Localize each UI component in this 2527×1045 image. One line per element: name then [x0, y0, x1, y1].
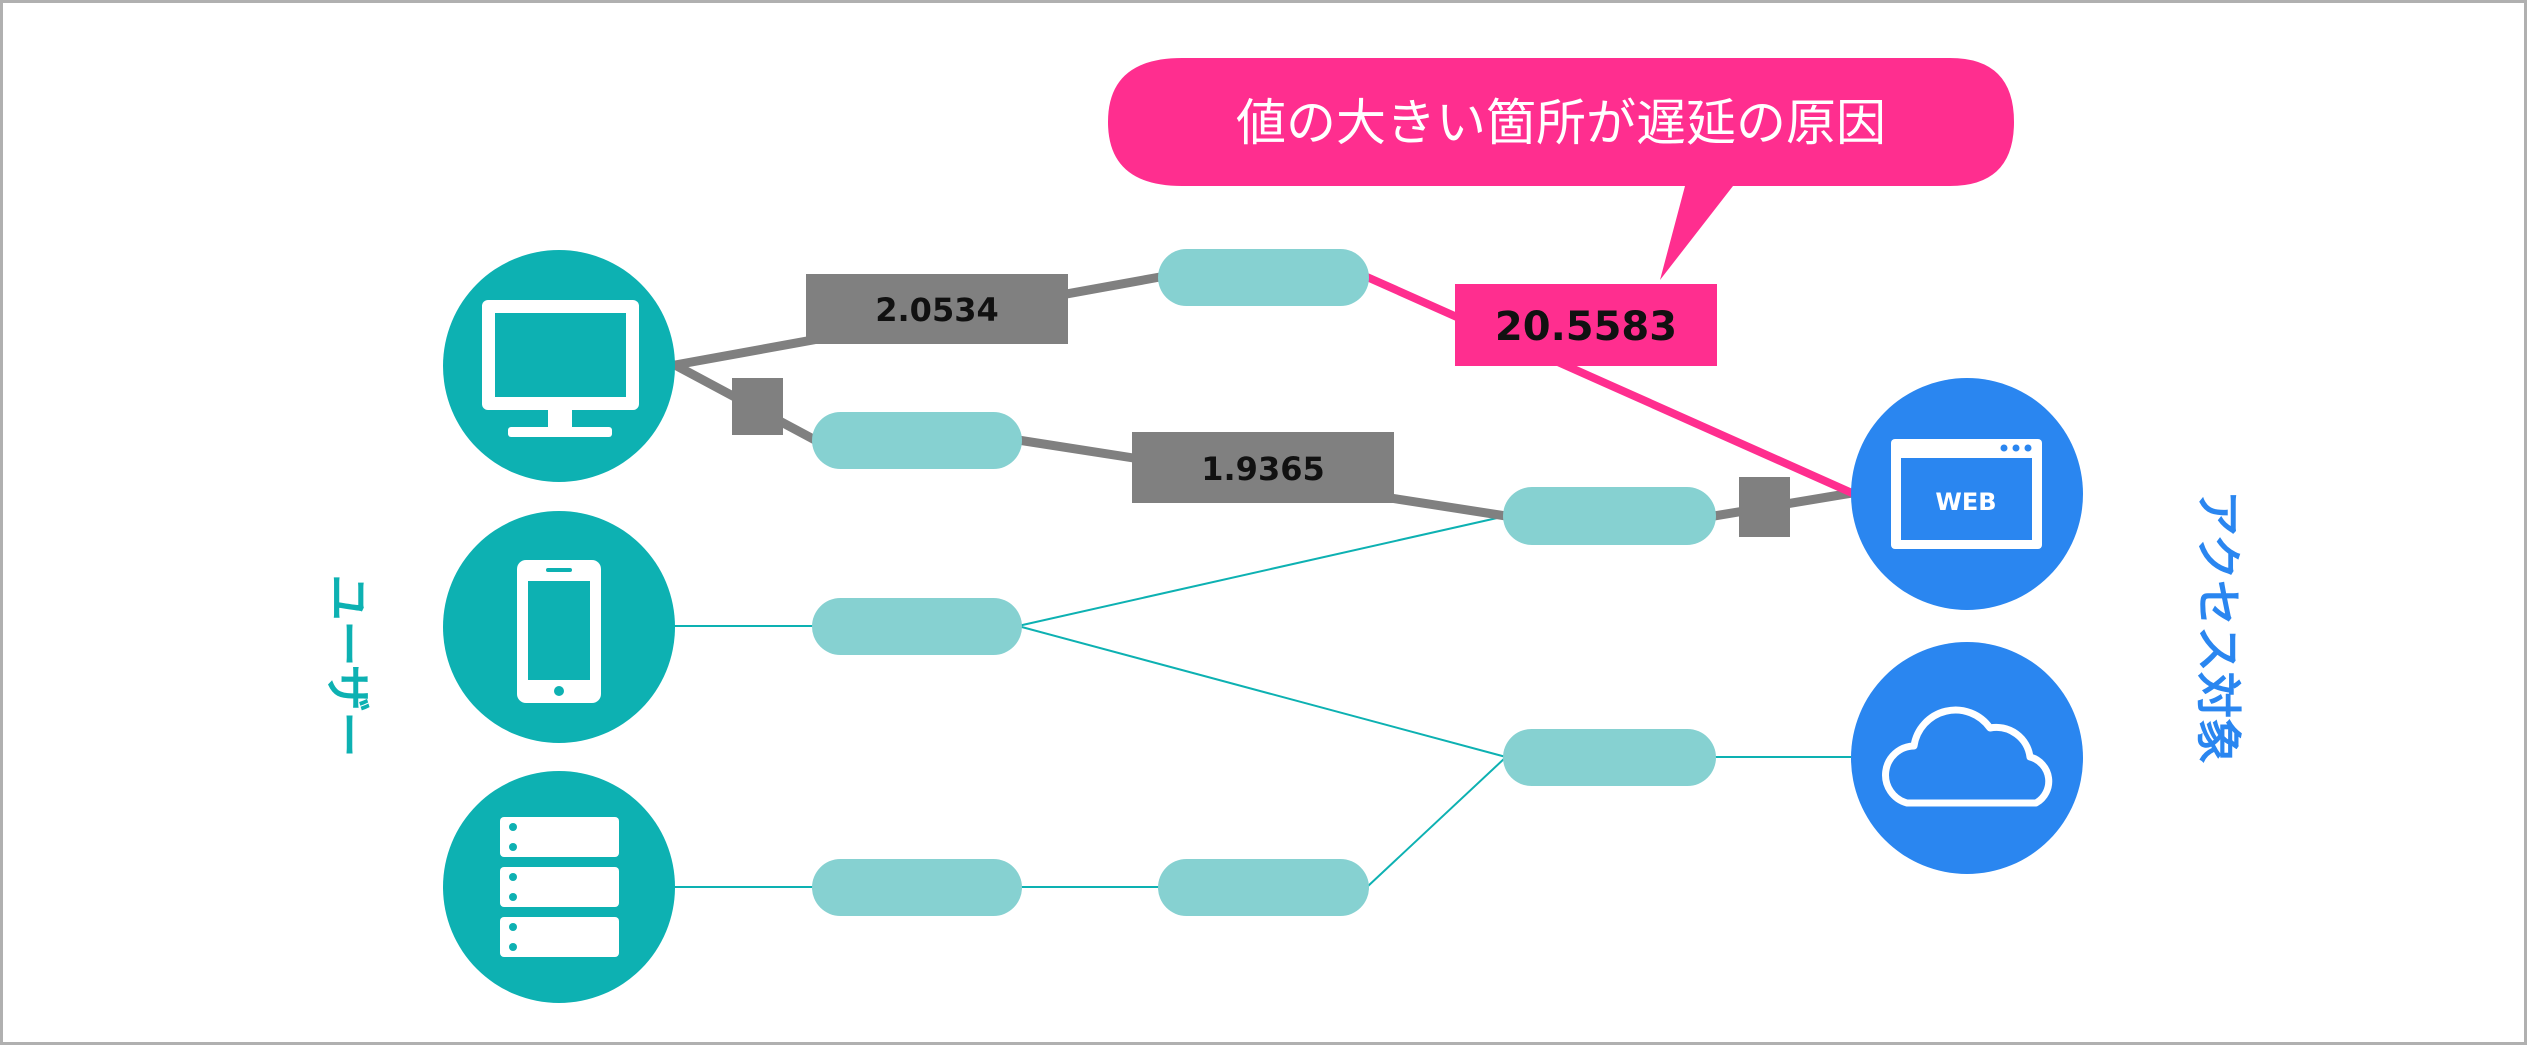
link-marker-web — [1739, 477, 1790, 537]
targets-label-text: アクセス対象 — [2191, 490, 2245, 764]
network-node-3 — [812, 412, 1022, 469]
link-node-7-to-node-5 — [1366, 756, 1507, 888]
link-node-2-to-node-5 — [1017, 625, 1507, 758]
users-label: ユーザー — [321, 574, 375, 757]
user-phone — [443, 511, 675, 743]
network-nodes — [812, 249, 1716, 916]
link-node-2-to-node-4 — [1017, 515, 1507, 627]
targets-label: アクセス対象 — [2191, 490, 2245, 764]
server-rack-icon — [500, 817, 619, 957]
smartphone-icon — [517, 560, 601, 703]
network-node-5 — [1503, 729, 1716, 786]
link-marker-pc — [732, 378, 783, 435]
cloud-icon — [1882, 706, 2053, 807]
target-web: WEB — [1851, 378, 2083, 610]
callout-text: 値の大きい箇所が遅延の原因 — [1236, 94, 1886, 152]
network-node-6 — [812, 859, 1022, 916]
value-text-hot: 20.5583 — [1495, 304, 1677, 350]
thin-links — [672, 515, 1852, 888]
user-pc — [443, 250, 675, 482]
user-server — [443, 771, 675, 1003]
target-cloud — [1851, 642, 2083, 874]
link-node-1-to-web-hot — [1363, 273, 1856, 497]
value-text-top: 2.0534 — [875, 291, 998, 329]
network-node-1 — [1158, 249, 1369, 306]
value-label-bottom: 1.9365 — [1132, 432, 1394, 503]
web-browser-icon: WEB — [1891, 439, 2042, 549]
network-node-4 — [1503, 487, 1716, 545]
value-label-top: 2.0534 — [806, 274, 1068, 344]
value-label-hot: 20.5583 — [1455, 284, 1717, 366]
desktop-monitor-icon — [482, 300, 639, 437]
callout: 値の大きい箇所が遅延の原因 — [1108, 58, 2014, 280]
users-label-text: ユーザー — [321, 574, 375, 757]
web-label: WEB — [1935, 488, 1996, 516]
value-text-bottom: 1.9365 — [1201, 450, 1324, 488]
network-node-7 — [1158, 859, 1369, 916]
network-node-2 — [812, 598, 1022, 655]
